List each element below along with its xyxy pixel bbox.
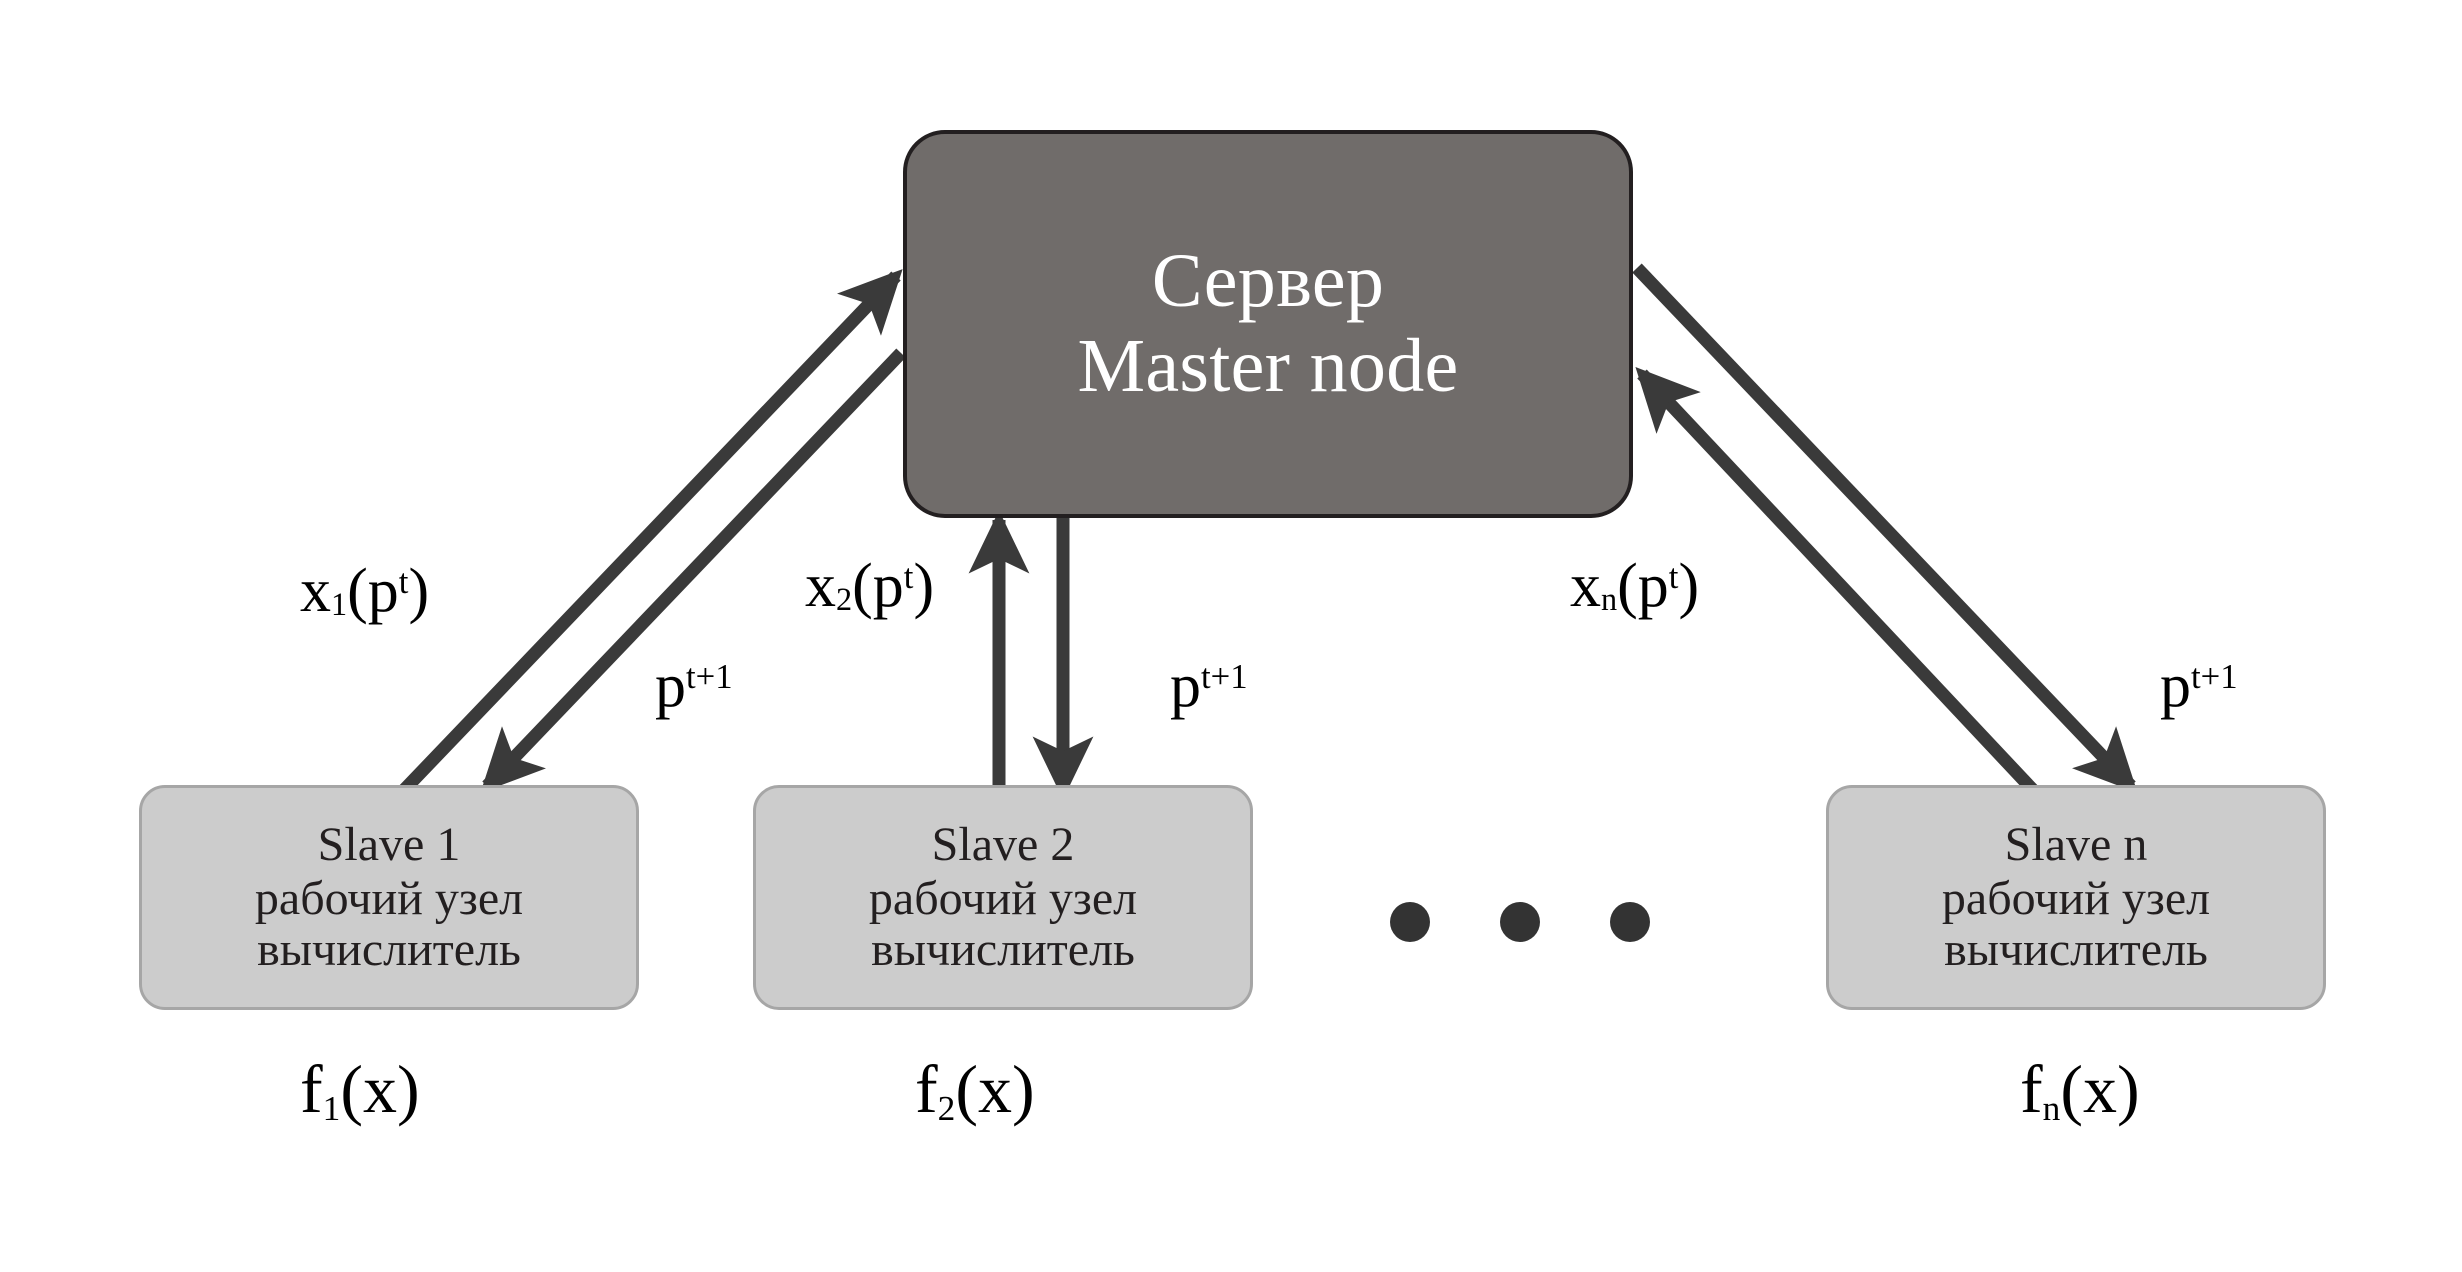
edge-label-x2-close: ) <box>913 552 935 620</box>
edge-label-p1-base: p <box>655 652 686 720</box>
slave-node-n-kind: вычислитель <box>1944 923 2208 977</box>
function-label-f1: f1(x) <box>300 1055 420 1125</box>
slave-node-2[interactable]: Slave 2 рабочий узел вычислитель <box>753 785 1253 1010</box>
slave-node-1-kind: вычислитель <box>257 923 521 977</box>
edge-label-xn-open: (p <box>1617 552 1669 620</box>
slave-node-n[interactable]: Slave n рабочий узел вычислитель <box>1826 785 2326 1010</box>
ellipsis-dot <box>1390 902 1430 942</box>
edge-label-xn-sup: t <box>1668 556 1679 596</box>
function-label-f2-arg: (x) <box>955 1051 1035 1127</box>
slave-node-1-role: рабочий узел <box>254 871 524 925</box>
master-node[interactable]: Сервер Master node <box>903 130 1633 518</box>
function-label-f1-arg: (x) <box>340 1051 420 1127</box>
edge-label-xn: xn(pt) <box>1570 555 1699 617</box>
slave-node-2-kind: вычислитель <box>871 923 1135 977</box>
edge-label-pn-base: p <box>2160 652 2191 720</box>
edge-master-to-slave1 <box>480 348 906 793</box>
function-label-f2: f2(x) <box>915 1055 1035 1125</box>
edge-label-p2-base: p <box>1170 652 1201 720</box>
edge-label-x2-base: x <box>805 552 836 620</box>
edge-label-p1-sup: t+1 <box>686 656 733 696</box>
edge-slave1-to-master <box>399 269 903 795</box>
edge-label-x1: x1(pt) <box>300 560 429 622</box>
edge-label-x1-sub: 1 <box>331 585 348 622</box>
ellipsis-dot <box>1500 902 1540 942</box>
function-label-f1-base: f <box>300 1051 323 1127</box>
edge-label-p2: pt+1 <box>1170 655 1248 717</box>
master-node-title-en: Master node <box>1077 324 1459 408</box>
edge-label-x2-sup: t <box>903 556 914 596</box>
function-label-fn: fn(x) <box>2020 1055 2140 1125</box>
edge-slaven-to-master <box>1635 367 2038 795</box>
slave-node-1-title: Slave 1 <box>317 818 461 872</box>
slave-node-1[interactable]: Slave 1 рабочий узел вычислитель <box>139 785 639 1010</box>
ellipsis-dots <box>1390 897 1650 947</box>
slave-node-n-title: Slave n <box>2004 818 2148 872</box>
edge-label-x1-base: x <box>300 557 331 625</box>
ellipsis-dot <box>1610 902 1650 942</box>
edge-master-to-slaven <box>1632 263 2138 793</box>
edge-label-x2: x2(pt) <box>805 555 934 617</box>
function-label-f2-base: f <box>915 1051 938 1127</box>
slave-node-2-role: рабочий узел <box>868 871 1138 925</box>
edge-label-xn-sub: n <box>1601 580 1618 617</box>
function-label-fn-base: f <box>2020 1051 2043 1127</box>
function-label-fn-sub: n <box>2042 1087 2061 1128</box>
edge-label-pn: pt+1 <box>2160 655 2238 717</box>
master-node-title-ru: Сервер <box>1151 238 1385 323</box>
slave-node-n-role: рабочий узел <box>1941 871 2211 925</box>
edge-label-x2-sub: 2 <box>836 580 853 617</box>
slave-node-2-title: Slave 2 <box>931 818 1075 872</box>
edge-label-pn-sup: t+1 <box>2191 656 2238 696</box>
edge-label-p1: pt+1 <box>655 655 733 717</box>
edge-label-x1-sup: t <box>398 561 409 601</box>
function-label-f2-sub: 2 <box>937 1087 956 1128</box>
edge-label-x1-close: ) <box>408 557 430 625</box>
function-label-fn-arg: (x) <box>2060 1051 2140 1127</box>
edge-label-xn-base: x <box>1570 552 1601 620</box>
function-label-f1-sub: 1 <box>322 1087 341 1128</box>
edge-label-p2-sup: t+1 <box>1201 656 1248 696</box>
edge-label-x1-open: (p <box>347 557 399 625</box>
edge-label-x2-open: (p <box>852 552 904 620</box>
edge-label-xn-close: ) <box>1678 552 1700 620</box>
